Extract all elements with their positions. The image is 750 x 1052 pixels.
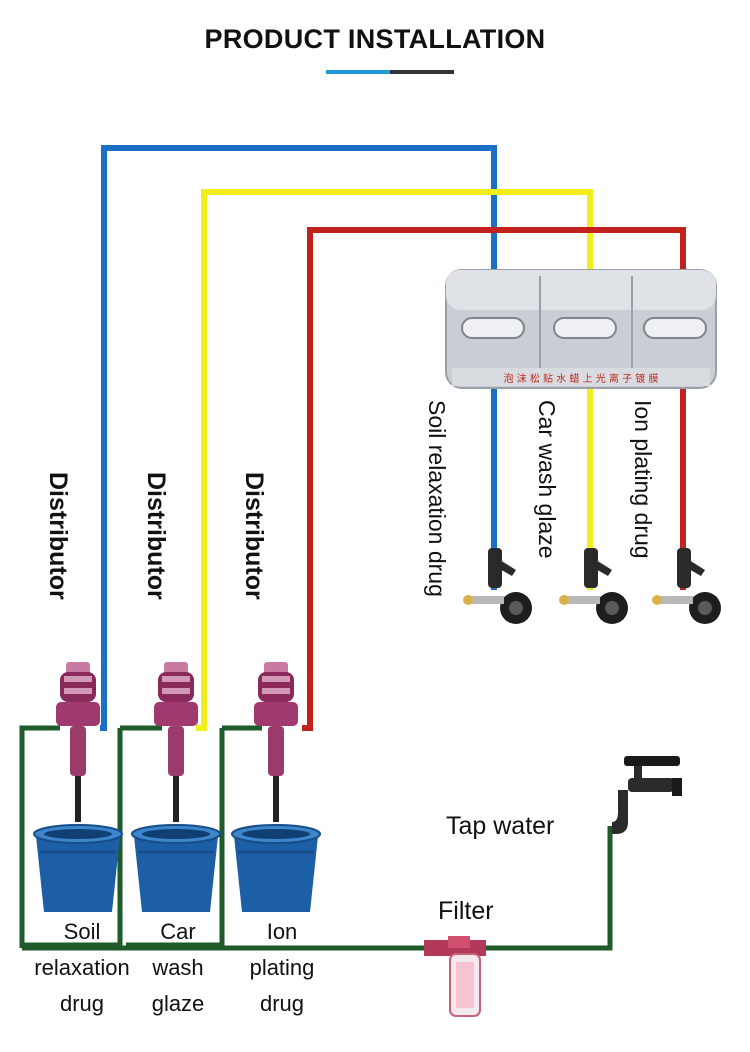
- bucket-label-line: drug: [59, 991, 105, 1016]
- branch-pipe-1b: [22, 728, 123, 948]
- bucket-label-line: wash: [152, 955, 204, 980]
- filter-label: Filter: [438, 897, 494, 925]
- distributor-label-2: Distributor: [142, 472, 170, 600]
- bucket-icon: [131, 824, 221, 912]
- bucket-label-line: Soil: [63, 919, 101, 944]
- faucet-icon: [612, 756, 682, 834]
- tap-water-label: Tap water: [446, 812, 555, 840]
- bucket-icon: [33, 824, 123, 912]
- bucket-label-ion: Ion plating drug: [236, 914, 328, 1022]
- bucket-label-carwash: Car wash glaze: [136, 914, 220, 1022]
- spray-gun-icon: [652, 548, 721, 624]
- distributor-pump-icon: [154, 662, 198, 822]
- title-underline-accent: [326, 70, 390, 74]
- spray-gun-icon: [559, 548, 628, 624]
- spray-gun-icon: [463, 548, 532, 624]
- main-water-pipe: [22, 826, 613, 951]
- nozzle-label-carwash: Car wash glaze: [534, 400, 560, 559]
- branch-pipe-1: [19, 725, 60, 948]
- cabinet-sign-text: 泡 沫 松 贴 水 蜡 上 光 离 子 镀 膜: [504, 372, 659, 385]
- bucket-icon: [231, 824, 321, 912]
- water-pipe-network: [19, 725, 613, 951]
- distributor-label-1: Distributor: [44, 472, 72, 600]
- title-underline-dark: [390, 70, 454, 74]
- bucket-label-line: Ion: [266, 919, 298, 944]
- nozzle-label-ion: Ion plating drug: [630, 400, 656, 559]
- bucket-label-line: glaze: [151, 991, 205, 1016]
- distributor-pump-icon: [56, 662, 100, 822]
- distributor-pump-icon: [254, 662, 298, 822]
- nozzle-label-soil: Soil relaxation drug: [424, 400, 450, 597]
- wall-cabinet-icon: 泡 沫 松 贴 水 蜡 上 光 离 子 镀 膜: [445, 269, 717, 389]
- bucket-label-line: relaxation: [34, 955, 130, 980]
- page-title: PRODUCT INSTALLATION: [204, 24, 546, 54]
- branch-pipe-2b: [126, 728, 225, 948]
- distributor-label-3: Distributor: [240, 472, 268, 600]
- bucket-label-soil: Soil relaxation drug: [20, 914, 144, 1022]
- bucket-label-line: plating: [249, 955, 315, 980]
- filter-icon: [424, 936, 486, 1017]
- bucket-label-line: Car: [160, 919, 196, 944]
- bucket-label-line: drug: [259, 991, 305, 1016]
